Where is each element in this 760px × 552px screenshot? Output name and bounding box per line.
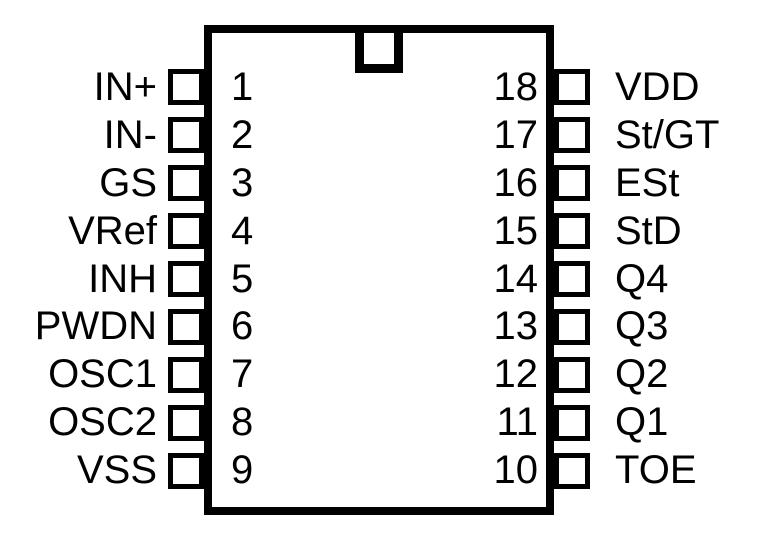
pin-label: VRef [68,208,157,253]
pin-label: OSC2 [48,400,157,445]
pin-number: 6 [231,304,254,349]
right-pin-labels: VDD St/GT ESt StD Q4 Q3 Q2 Q1 TOE [615,63,760,494]
pin-label: Q4 [615,256,669,301]
pin-box [168,213,204,249]
pin-box [168,261,204,297]
pin-number: 17 [493,112,539,157]
pin-box [168,309,204,345]
pin-box [554,261,590,297]
pin-number: 10 [493,448,539,493]
pin-number: 18 [493,64,539,109]
pin-label: Q2 [615,352,669,397]
left-pin-boxes [168,69,204,489]
pin-number: 5 [231,256,254,301]
index-notch-icon [355,33,403,73]
pin-number: 4 [231,208,254,253]
pin-label: INH [88,256,157,301]
right-pin-numbers: 18 17 16 15 14 13 12 11 10 [438,63,539,494]
pin-label: StD [615,208,682,253]
pin-label: ESt [615,160,680,205]
pin-number: 2 [231,112,254,157]
pin-label: IN+ [93,64,157,109]
pin-label: OSC1 [48,352,157,397]
pin-box [554,453,590,489]
pin-label: Q1 [615,400,669,445]
pin-number: 7 [231,352,254,397]
pin-number: 8 [231,400,254,445]
pin-label: VSS [76,448,157,493]
pin-label: VDD [615,64,700,109]
pin-label: St/GT [615,112,720,157]
pin-number: 13 [493,304,539,349]
pin-box [168,357,204,393]
pin-number: 14 [493,256,539,301]
pin-number: 12 [493,352,539,397]
pin-number: 9 [231,448,254,493]
pin-label: PWDN [34,304,157,349]
pin-number: 3 [231,160,254,205]
pin-box [554,405,590,441]
pin-box [554,309,590,345]
pin-label: GS [99,160,157,205]
pin-box [554,117,590,153]
pin-box [168,69,204,105]
pin-box [168,405,204,441]
right-pin-boxes [554,69,590,489]
pin-number: 1 [231,64,254,109]
pin-box [554,165,590,201]
pin-number: 16 [493,160,539,205]
pin-number: 15 [493,208,539,253]
pin-box [168,117,204,153]
pin-label: Q3 [615,304,669,349]
pin-box [554,69,590,105]
pin-box [554,357,590,393]
left-pin-numbers: 1 2 3 4 5 6 7 8 9 [231,63,321,494]
pin-box [168,453,204,489]
pin-box [168,165,204,201]
pin-number: 11 [496,400,538,445]
pin-box [554,213,590,249]
left-pin-labels: IN+ IN- GS VRef INH PWDN OSC1 OSC2 VSS [0,63,157,494]
pin-label: IN- [103,112,157,157]
chip-body [204,25,554,515]
pin-label: TOE [615,448,697,493]
